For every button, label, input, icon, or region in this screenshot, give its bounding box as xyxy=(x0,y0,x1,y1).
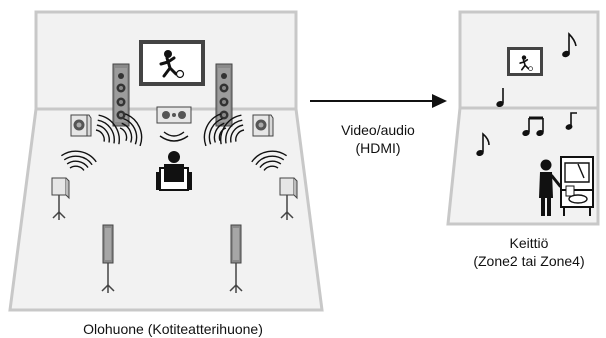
person-icon xyxy=(539,159,562,216)
tv-icon xyxy=(139,40,205,86)
connection-label-line1: Video/audio xyxy=(341,122,415,138)
front-left-speaker-icon xyxy=(112,63,130,127)
music-note-icon xyxy=(476,32,577,157)
kitchen-label-line1: Keittiö xyxy=(509,235,549,251)
living-room xyxy=(8,10,324,312)
living-room-label: Olohuone (Kotiteatterihuone) xyxy=(0,320,346,338)
connection-label: Video/audio (HDMI) xyxy=(318,121,438,157)
center-speaker-icon xyxy=(156,106,192,124)
kitchen-tv-icon xyxy=(507,47,543,76)
kitchen-label: Keittiö (Zone2 tai Zone4) xyxy=(452,234,606,270)
hdmi-arrow xyxy=(310,94,447,108)
right-speaker-icon xyxy=(252,114,274,137)
listener-icon xyxy=(156,151,192,191)
sound-waves xyxy=(60,113,288,177)
living-room-label-text: Olohuone (Kotiteatterihuone) xyxy=(83,321,263,337)
kitchen-label-line2: (Zone2 tai Zone4) xyxy=(473,253,585,269)
kitchen-counter-icon xyxy=(560,156,594,216)
left-speaker-icon xyxy=(70,114,92,137)
connection-label-line2: (HDMI) xyxy=(355,140,401,156)
front-right-speaker-icon xyxy=(215,63,233,127)
